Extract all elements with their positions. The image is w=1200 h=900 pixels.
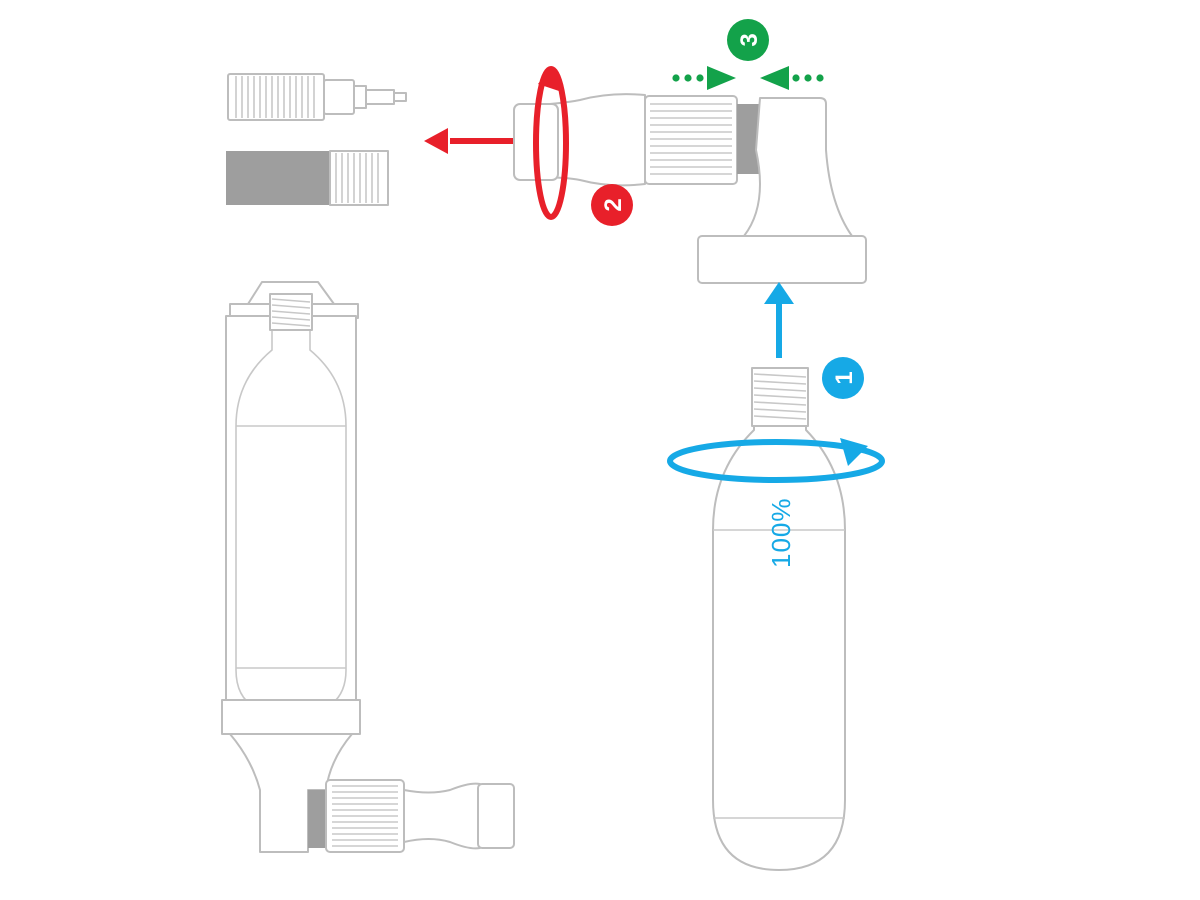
push-right-arrowhead — [707, 66, 736, 90]
co2-cartridge-icon: 100% — [712, 367, 846, 871]
rotate-ring-arrow — [667, 439, 885, 483]
screw-up-arrowhead — [764, 282, 794, 304]
svg-text:3: 3 — [736, 33, 763, 46]
rotate-ring-arrowhead — [840, 438, 868, 466]
assembled-inflator-icon — [221, 281, 515, 853]
step-1-arrows — [667, 282, 885, 483]
cartridge-fill-label: 100% — [766, 498, 796, 569]
svg-text:1: 1 — [831, 371, 858, 384]
step-1-badge: 1 — [822, 357, 864, 399]
step-3-badge: 3 — [727, 19, 769, 61]
pull-off-arrowhead — [424, 128, 448, 154]
step-3-arrows — [672, 66, 824, 90]
svg-text:2: 2 — [600, 198, 627, 211]
step-2-arrows — [424, 66, 569, 220]
unscrew-ring-arrowhead — [538, 66, 562, 92]
presta-valve-adapter-icon — [227, 73, 407, 121]
inflator-head-icon — [513, 93, 867, 284]
step-2-badge: 2 — [591, 184, 633, 226]
schrader-valve-adapter-icon — [226, 150, 389, 206]
push-left-arrowhead — [760, 66, 789, 90]
